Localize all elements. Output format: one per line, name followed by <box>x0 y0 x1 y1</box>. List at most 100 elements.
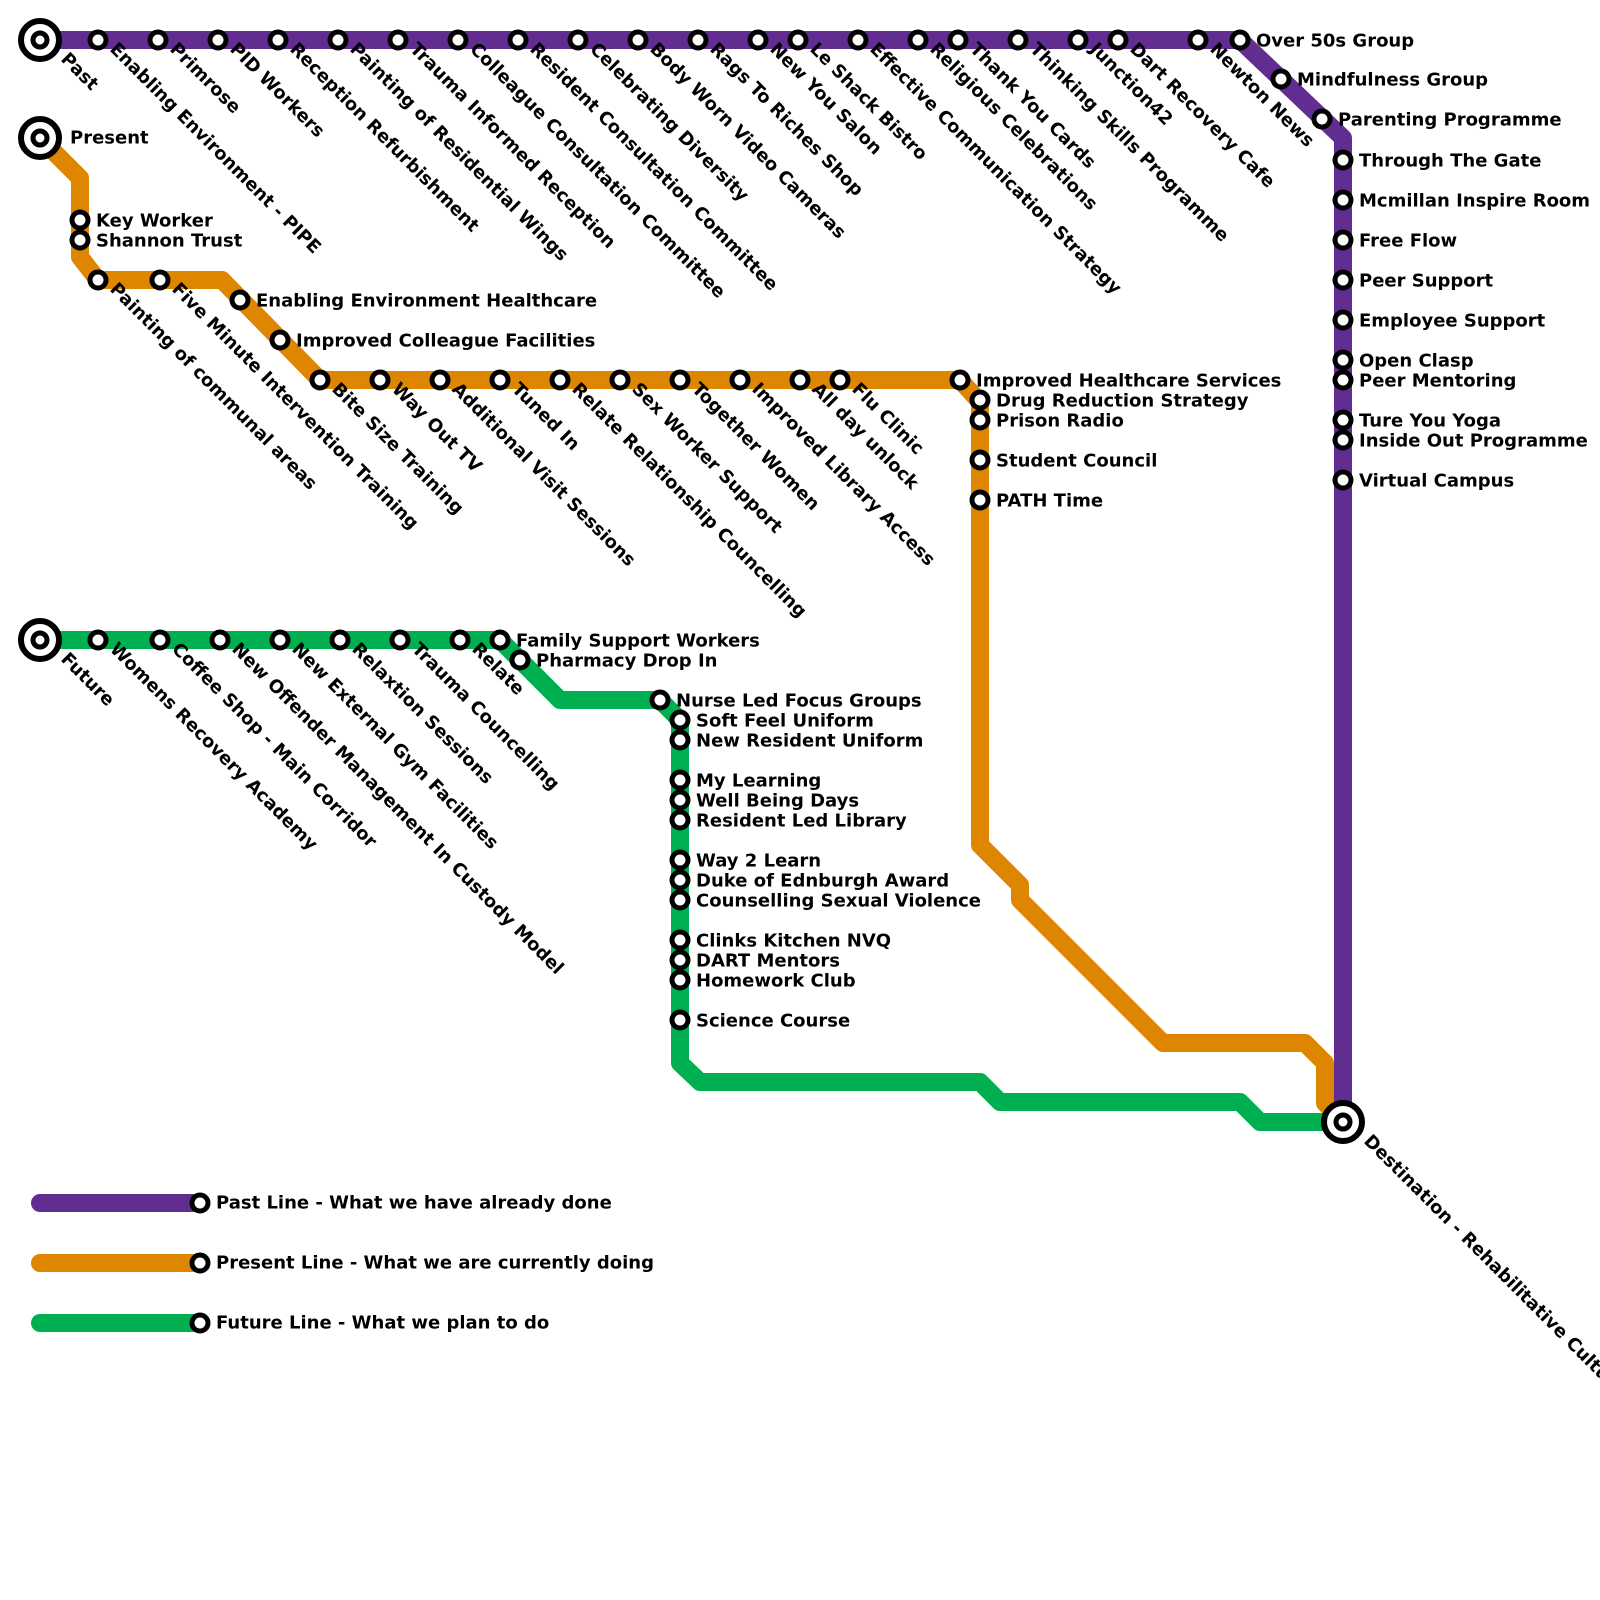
station-label-soft-feel-uniform: Soft Feel Uniform <box>696 711 874 732</box>
terminal-label-past: Past <box>56 49 102 95</box>
station-virtual-campus[interactable]: Virtual Campus <box>1332 469 1514 492</box>
terminal-present[interactable]: Present <box>18 116 149 160</box>
terminal-destination[interactable]: Destination - Rehabilitative Culture <box>1321 1100 1600 1401</box>
station-counselling-sexual-violence[interactable]: Counselling Sexual Violence <box>669 889 981 912</box>
station-marker <box>729 369 751 391</box>
station-pharmacy-drop-in[interactable]: Pharmacy Drop In <box>509 649 717 672</box>
station-shannon-trust[interactable]: Shannon Trust <box>69 229 243 252</box>
station-new-resident-uniform[interactable]: New Resident Uniform <box>669 729 923 752</box>
station-resident-led-library[interactable]: Resident Led Library <box>669 809 907 832</box>
station-marker <box>669 869 691 891</box>
terminal-label-future: Future <box>56 649 118 711</box>
legend-label-present: Present Line - What we are currently doi… <box>216 1253 654 1274</box>
terminal-label-destination: Destination - Rehabilitative Culture <box>1359 1131 1600 1401</box>
station-dart-mentors[interactable]: DART Mentors <box>669 949 840 972</box>
station-peer-support[interactable]: Peer Support <box>1332 269 1494 292</box>
station-marker <box>627 29 649 51</box>
station-marker <box>1332 189 1354 211</box>
station-marker <box>209 629 231 651</box>
station-label-pharmacy-drop-in: Pharmacy Drop In <box>536 651 717 672</box>
legend-marker <box>189 1192 211 1214</box>
station-free-flow[interactable]: Free Flow <box>1332 229 1457 252</box>
legend-item-future: Future Line - What we plan to do <box>31 1312 549 1334</box>
station-marker <box>1332 429 1354 451</box>
station-marker <box>609 369 631 391</box>
station-homework-club[interactable]: Homework Club <box>669 969 856 992</box>
station-marker <box>387 29 409 51</box>
station-improved-healthcare-services[interactable]: Improved Healthcare Services <box>949 369 1281 392</box>
station-student-council[interactable]: Student Council <box>969 449 1157 472</box>
station-label-nurse-led-focus-groups: Nurse Led Focus Groups <box>676 691 922 712</box>
station-marker <box>1332 469 1354 491</box>
station-family-support-workers[interactable]: Family Support Workers <box>489 629 760 652</box>
station-label-dart-mentors: DART Mentors <box>696 951 840 972</box>
station-marker <box>149 629 171 651</box>
station-marker <box>489 369 511 391</box>
station-path-time[interactable]: PATH Time <box>969 489 1103 512</box>
station-label-over-50s-group: Over 50s Group <box>1256 31 1414 52</box>
station-marker <box>329 629 351 651</box>
station-employee-support[interactable]: Employee Support <box>1332 309 1546 332</box>
station-marker <box>787 29 809 51</box>
station-marker <box>669 1009 691 1031</box>
station-over-50s-group[interactable]: Over 50s Group <box>1229 29 1414 52</box>
station-label-painting-of-residential-wings: Painting of Residential Wings <box>345 39 572 266</box>
station-improved-colleague-facilities[interactable]: Improved Colleague Facilities <box>269 329 595 352</box>
station-label-family-support-workers: Family Support Workers <box>516 631 760 652</box>
legend-label-past: Past Line - What we have already done <box>216 1193 612 1214</box>
station-marker <box>1270 68 1292 90</box>
station-inside-out-programme[interactable]: Inside Out Programme <box>1332 429 1588 452</box>
station-marker <box>789 369 811 391</box>
station-parenting-programme[interactable]: Parenting Programme <box>1311 108 1562 131</box>
station-enabling-environment-healthcare[interactable]: Enabling Environment Healthcare <box>229 289 597 312</box>
station-way-2-learn[interactable]: Way 2 Learn <box>669 849 821 872</box>
station-marker <box>1311 108 1333 130</box>
station-prison-radio[interactable]: Prison Radio <box>969 409 1124 432</box>
station-peer-mentoring[interactable]: Peer Mentoring <box>1332 369 1516 392</box>
station-marker <box>669 369 691 391</box>
station-marker <box>567 29 589 51</box>
station-marker <box>449 629 471 651</box>
station-mcmillan-inspire-room[interactable]: Mcmillan Inspire Room <box>1332 189 1590 212</box>
legend: Past Line - What we have already donePre… <box>31 1192 654 1334</box>
station-label-homework-club: Homework Club <box>696 971 856 992</box>
station-label-free-flow: Free Flow <box>1359 231 1457 252</box>
station-marker <box>1332 349 1354 371</box>
legend-marker <box>189 1312 211 1334</box>
station-well-being-days[interactable]: Well Being Days <box>669 789 859 812</box>
station-label-through-the-gate: Through The Gate <box>1359 151 1541 172</box>
station-label-peer-support: Peer Support <box>1359 271 1494 292</box>
station-nurse-led-focus-groups[interactable]: Nurse Led Focus Groups <box>649 689 922 712</box>
station-through-the-gate[interactable]: Through The Gate <box>1332 149 1541 172</box>
station-my-learning[interactable]: My Learning <box>669 769 821 792</box>
station-marker <box>1332 369 1354 391</box>
station-marker <box>229 289 251 311</box>
station-ture-you-yoga[interactable]: Ture You Yoga <box>1332 409 1501 432</box>
station-marker <box>147 29 169 51</box>
station-label-science-course: Science Course <box>696 1011 850 1032</box>
station-marker <box>87 29 109 51</box>
station-key-worker[interactable]: Key Worker <box>69 209 213 232</box>
terminal-inner-ring <box>30 630 50 650</box>
station-label-virtual-campus: Virtual Campus <box>1359 471 1514 492</box>
station-label-student-council: Student Council <box>996 451 1157 472</box>
station-marker <box>669 769 691 791</box>
station-science-course[interactable]: Science Course <box>669 1009 850 1032</box>
station-open-clasp[interactable]: Open Clasp <box>1332 349 1474 372</box>
station-drug-reduction-strategy[interactable]: Drug Reduction Strategy <box>969 389 1249 412</box>
station-soft-feel-uniform[interactable]: Soft Feel Uniform <box>669 709 874 732</box>
station-marker <box>269 629 291 651</box>
station-marker <box>969 409 991 431</box>
station-label-improved-healthcare-services: Improved Healthcare Services <box>976 371 1281 392</box>
station-marker <box>669 729 691 751</box>
station-duke-of-ednburgh-award[interactable]: Duke of Ednburgh Award <box>669 869 949 892</box>
station-painting-of-residential-wings[interactable]: Painting of Residential Wings <box>327 29 572 266</box>
station-marker <box>369 369 391 391</box>
station-label-parenting-programme: Parenting Programme <box>1338 110 1562 131</box>
station-clinks-kitchen-nvq[interactable]: Clinks Kitchen NVQ <box>669 929 891 952</box>
station-marker <box>1007 29 1029 51</box>
station-mindfulness-group[interactable]: Mindfulness Group <box>1270 68 1488 91</box>
station-marker <box>69 229 91 251</box>
legend-item-past: Past Line - What we have already done <box>31 1192 612 1214</box>
station-label-drug-reduction-strategy: Drug Reduction Strategy <box>996 391 1249 412</box>
